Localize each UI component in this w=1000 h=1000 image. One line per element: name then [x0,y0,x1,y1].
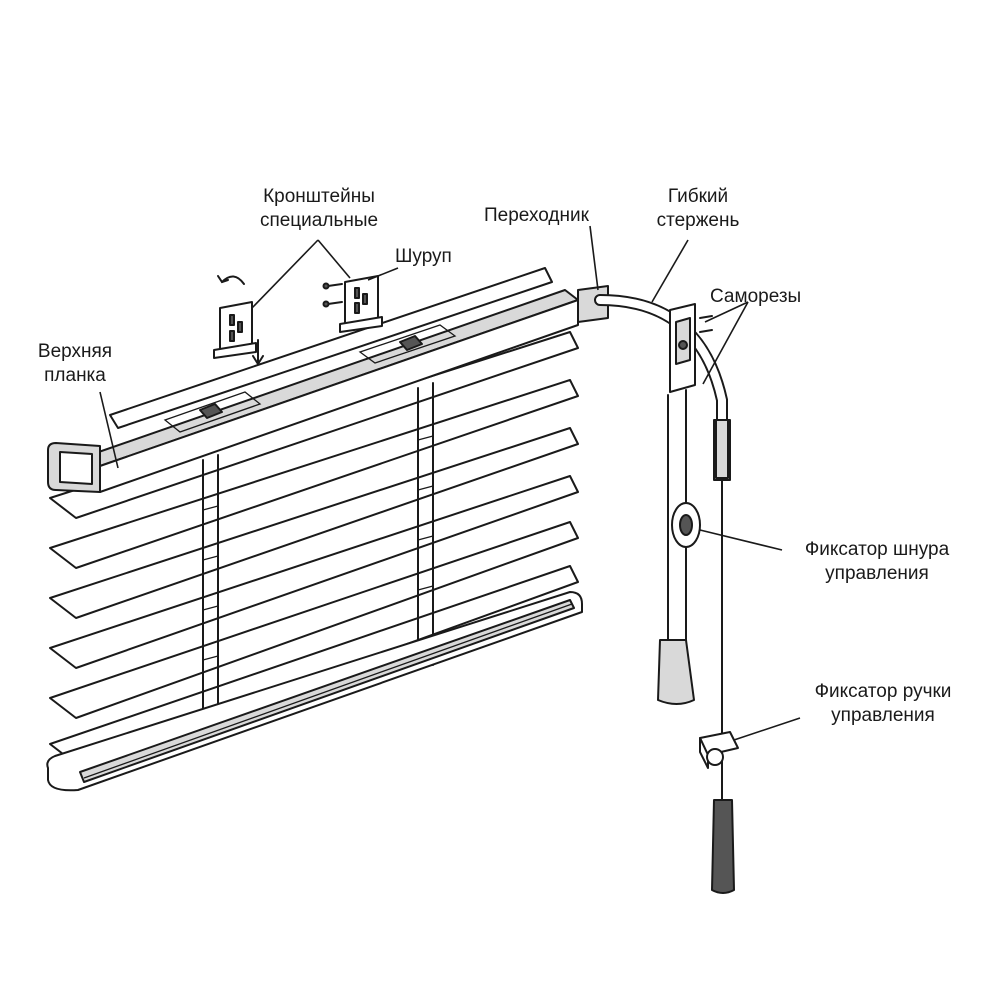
special-bracket-left [213,275,264,366]
adapter-label: Переходник [484,205,589,226]
brackets-label-line-1: Кронштейны [263,186,375,207]
brackets-label: Кронштейны специальные [236,185,402,233]
cord-tassel [657,639,695,705]
flexible-rod-label: Гибкий стержень [628,185,768,233]
top-rail-label-line-2: планка [44,365,106,386]
screw-label: Шуруп [395,246,452,267]
cord-lock-label: Фиксатор шнура управления [772,538,982,586]
slat [49,521,579,719]
screws [322,282,343,308]
wall-bracket [669,303,713,393]
brackets-label-line-2: специальные [259,210,379,231]
wand-lock-label-line-2: управления [831,705,935,726]
slat [49,475,579,669]
top-rail-label: Верхняя планка [20,340,130,388]
slat [49,427,579,619]
leader-lines [99,225,801,741]
self-tapping-screws-label: Саморезы [710,286,802,307]
wand-lock-label-line-1: Фиксатор ручки [814,681,952,702]
top-rail [47,267,579,493]
top-rail-label-line-1: Верхняя [37,341,113,362]
cord-lock-label-line-1: Фиксатор шнура [804,539,950,560]
wand-lock [699,731,739,769]
flexible-rod [594,294,731,481]
control-cord [667,389,687,641]
cord-lock-label-line-2: управления [825,563,929,584]
slat [49,379,579,569]
ladder-strings [202,382,434,741]
cord-lock [671,502,701,548]
flexible-rod-label-line-2: стержень [656,210,740,231]
special-bracket-right [339,275,383,333]
wand-handle [711,799,735,894]
wand-lock-label: Фиксатор ручки управления [778,680,988,728]
bottom-rail [46,591,583,792]
flexible-rod-label-line-1: Гибкий [667,186,729,207]
blind-slats [49,331,579,765]
